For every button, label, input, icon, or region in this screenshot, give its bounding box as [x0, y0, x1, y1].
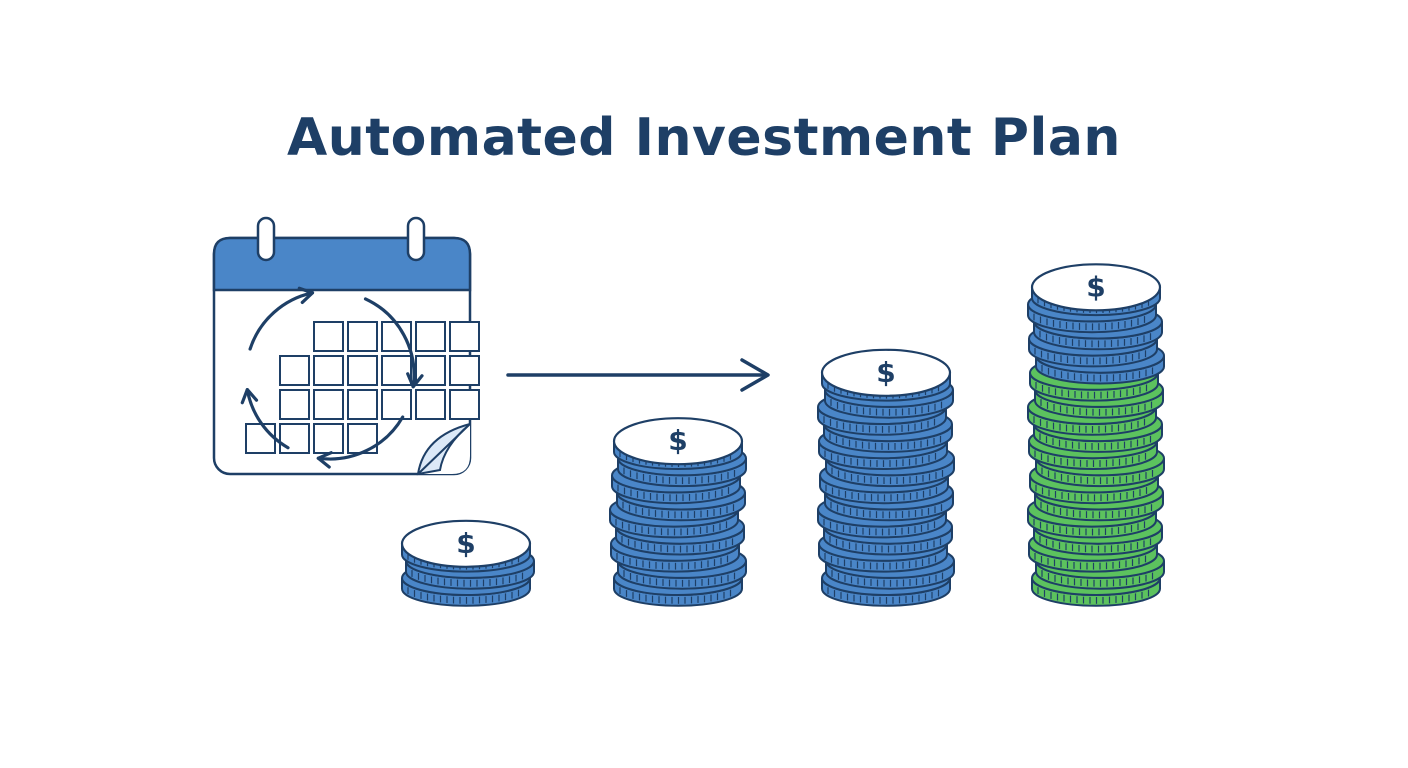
coin-stack-large: $: [817, 348, 955, 607]
calendar-day-cell: [313, 355, 344, 386]
recurring-arrowhead: [297, 286, 315, 304]
recurring-arrow-arc: [248, 291, 315, 351]
calendar-day-cell: [415, 355, 446, 386]
calendar-day-cell: [313, 389, 344, 420]
arrow-head: [740, 358, 770, 392]
recurring-arrow-arc: [363, 297, 416, 389]
recurring-arrowhead: [316, 451, 333, 469]
calendar-day-cell: [381, 321, 412, 352]
coin-top-face: [400, 519, 532, 568]
calendar-day-cell: [449, 321, 480, 352]
calendar-day-cell: [347, 355, 378, 386]
calendar-curl-edge: [417, 423, 471, 475]
calendar-day-cell: [245, 423, 276, 454]
coin-top-face: [1030, 263, 1162, 312]
coin-stacks: $ $ $ $: [400, 263, 1165, 607]
recurring-arrows-icon: [240, 286, 424, 469]
calendar-day-cell: [313, 423, 344, 454]
recurring-arrowhead: [240, 388, 259, 405]
arrow-right-icon: [506, 358, 770, 392]
coin-top-face: [820, 348, 952, 397]
calendar-day-cell: [415, 321, 446, 352]
coin-stack-medium: $: [609, 417, 747, 607]
dollar-sign-icon: $: [1086, 270, 1105, 303]
calendar-day-cell: [279, 423, 310, 454]
calendar-day-cell: [279, 355, 310, 386]
calendar-ring: [256, 216, 276, 262]
recurring-arrowhead: [406, 372, 424, 389]
calendar-day-cell: [313, 321, 344, 352]
calendar-day-cell: [347, 321, 378, 352]
dollar-sign-icon: $: [456, 527, 475, 560]
dollar-sign-icon: $: [668, 424, 687, 457]
calendar-day-cell: [381, 389, 412, 420]
coin-stack-largest: $: [1027, 263, 1165, 607]
calendar-day-cell: [279, 389, 310, 420]
calendar-day-cell: [415, 389, 446, 420]
dollar-sign-icon: $: [876, 356, 895, 389]
coin-top-face: [612, 417, 744, 466]
calendar-day-cell: [449, 355, 480, 386]
calendar-header: [212, 236, 472, 292]
calendar-icon: [212, 216, 480, 476]
calendar-day-cell: [449, 389, 480, 420]
calendar-ring: [406, 216, 426, 262]
recurring-arrow-arc: [316, 415, 405, 461]
page-title: Automated Investment Plan: [287, 108, 1121, 168]
coin-stack-small: $: [400, 519, 535, 607]
calendar-day-cell: [347, 389, 378, 420]
recurring-arrow-arc: [245, 388, 290, 450]
calendar-day-cell: [381, 355, 412, 386]
